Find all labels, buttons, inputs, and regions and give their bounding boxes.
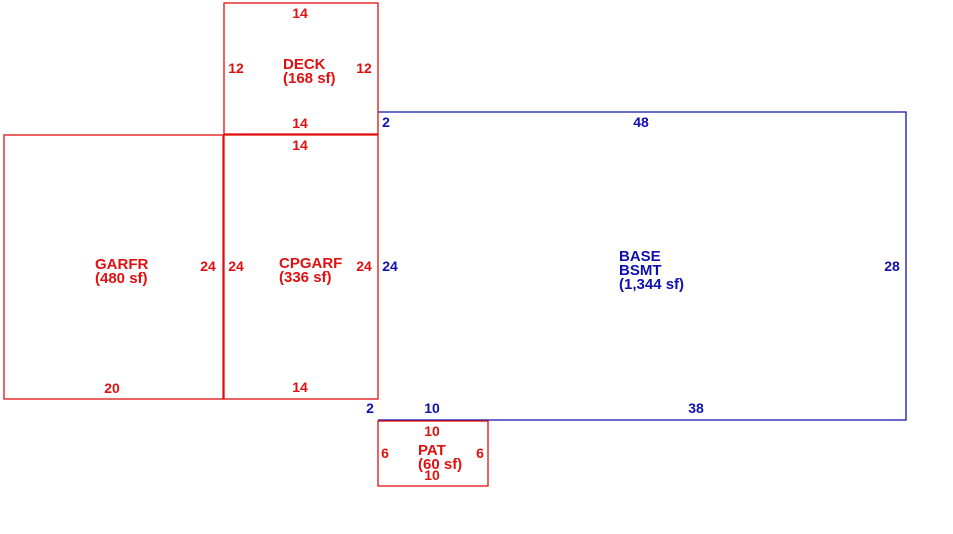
base-subname: BSMT bbox=[619, 262, 662, 279]
pat-right-dimension: 6 bbox=[476, 445, 484, 461]
garfr-outline bbox=[3, 134, 224, 400]
base-left-dimension: 24 bbox=[382, 258, 398, 274]
cpgarf-right-dimension: 24 bbox=[356, 258, 372, 274]
pat-left-dimension: 6 bbox=[381, 445, 389, 461]
base-outline bbox=[378, 111, 907, 421]
cpgarf-left-dimension: 24 bbox=[228, 258, 244, 274]
deck-bottom-dimension: 14 bbox=[292, 115, 308, 131]
pat-area: (60 sf) bbox=[418, 456, 462, 473]
deck-left-dimension: 12 bbox=[228, 60, 244, 76]
cpgarf-area: (336 sf) bbox=[279, 269, 332, 286]
pat-outline bbox=[377, 420, 489, 487]
cpgarf-name: CPGARF bbox=[279, 255, 342, 272]
garfr-right-dimension: 24 bbox=[200, 258, 216, 274]
base-bottom-right-dimension: 38 bbox=[688, 400, 704, 416]
base-top-dimension: 48 bbox=[633, 114, 649, 130]
base-right-dimension: 28 bbox=[884, 258, 900, 274]
base-area: (1,344 sf) bbox=[619, 276, 684, 293]
deck-outline bbox=[223, 2, 379, 135]
deck-right-dimension: 12 bbox=[356, 60, 372, 76]
deck-top-dimension: 14 bbox=[292, 5, 308, 21]
garfr-name: GARFR bbox=[95, 256, 148, 273]
deck-area: (168 sf) bbox=[283, 70, 336, 87]
garfr-bottom-dimension: 20 bbox=[104, 380, 120, 396]
base-bottom-left-dimension: 10 bbox=[424, 400, 440, 416]
pat-name: PAT bbox=[418, 442, 446, 459]
pat-top-dimension: 10 bbox=[424, 423, 440, 439]
cpgarf-bottom-dimension: 14 bbox=[292, 379, 308, 395]
cpgarf-outline bbox=[223, 134, 379, 400]
cpgarf-top-dimension: 14 bbox=[292, 137, 308, 153]
deck-name: DECK bbox=[283, 56, 326, 73]
base-bottom-offset-dimension: 2 bbox=[366, 400, 374, 416]
garfr-area: (480 sf) bbox=[95, 270, 148, 287]
base-name: BASE bbox=[619, 248, 661, 265]
pat-bottom-dimension: 10 bbox=[424, 467, 440, 483]
base-top-offset-dimension: 2 bbox=[382, 114, 390, 130]
